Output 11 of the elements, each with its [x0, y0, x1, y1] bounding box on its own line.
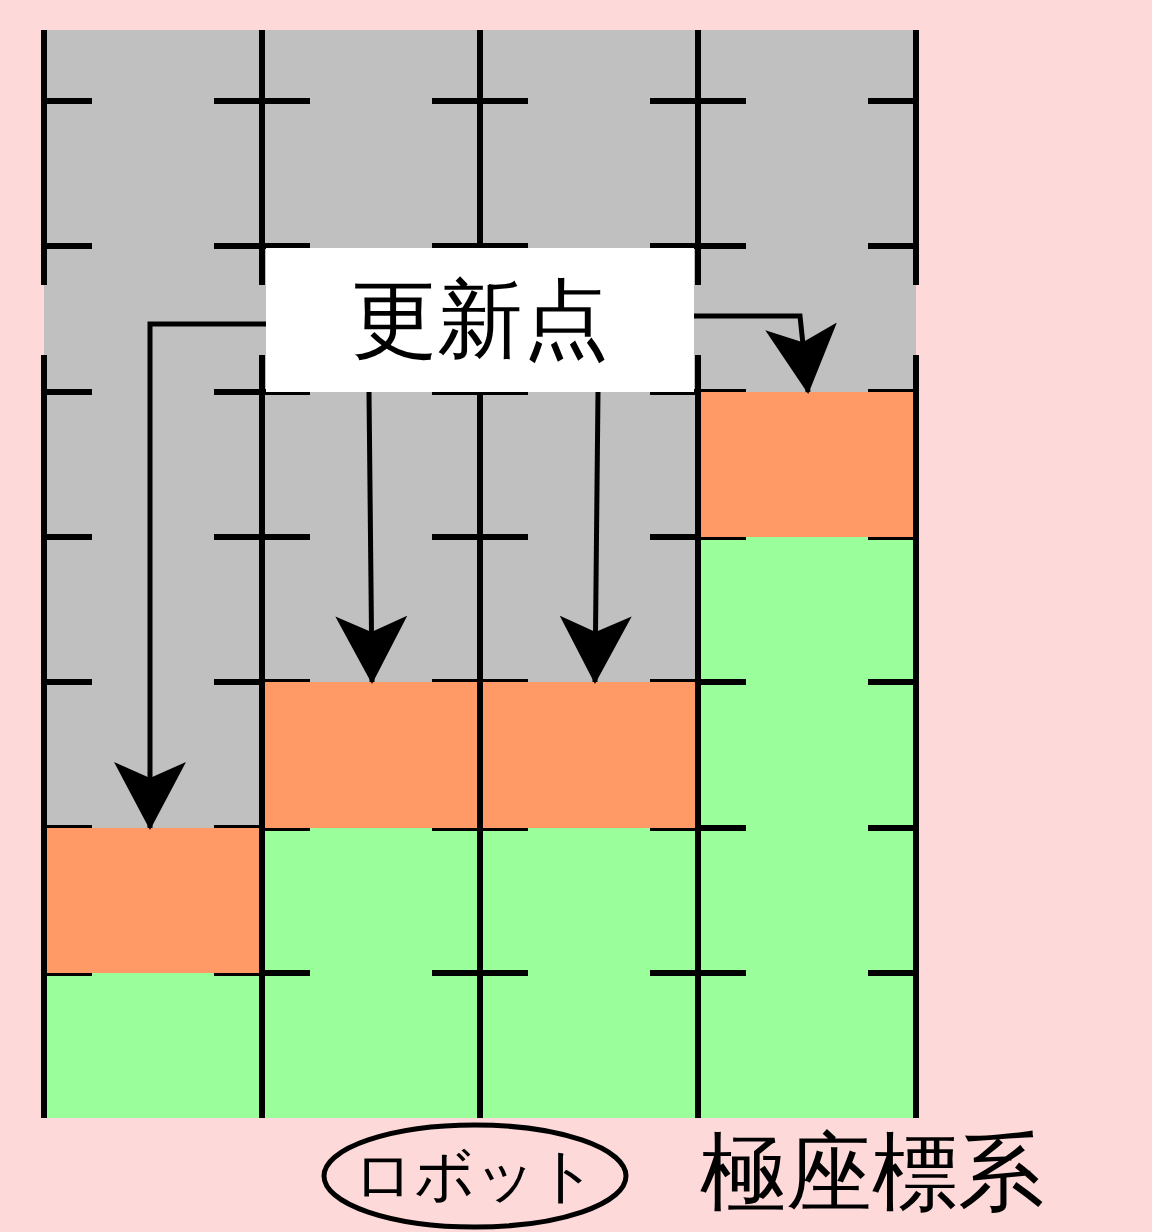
arrow [559, 391, 632, 684]
highlighted-cell [701, 392, 913, 537]
highlighted-cell [265, 682, 477, 828]
robot-ellipse: ロボット [321, 1122, 629, 1230]
arrow [335, 391, 408, 684]
coordinate-system-label: 極座標系 [700, 1122, 1044, 1222]
arrow [694, 313, 837, 394]
highlighted-cell [483, 682, 695, 828]
arrow [114, 321, 266, 830]
highlighted-cell [47, 828, 259, 973]
update-point-label: 更新点 [266, 248, 694, 392]
